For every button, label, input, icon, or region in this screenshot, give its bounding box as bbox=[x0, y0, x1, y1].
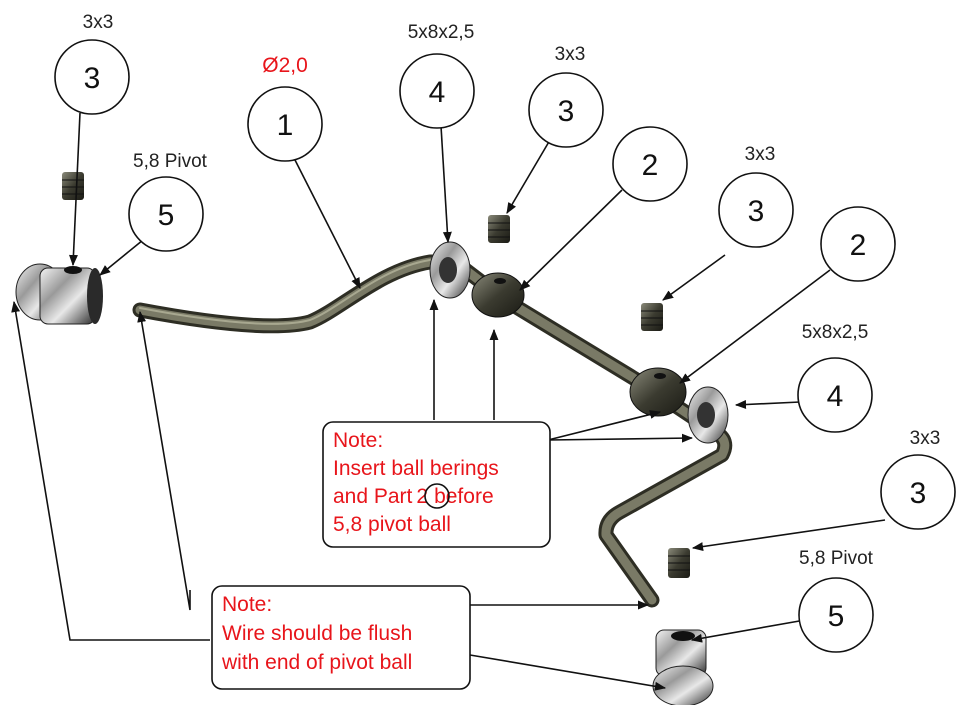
pivot-ball-bottom bbox=[652, 629, 714, 705]
bearing-top bbox=[429, 241, 471, 299]
note-bearings-line3-pre: and Part bbox=[333, 485, 413, 508]
note-wire-line3: with end of pivot ball bbox=[221, 651, 412, 674]
pivot-ball-left bbox=[15, 263, 103, 325]
spec-label: Ø2,0 bbox=[262, 54, 308, 77]
note-wire-line2: Wire should be flush bbox=[222, 622, 412, 645]
balloon-number: 4 bbox=[429, 76, 446, 109]
balloon-number: 3 bbox=[558, 95, 575, 128]
spec-label: 5,8 Pivot bbox=[133, 151, 208, 172]
balloon-number: 3 bbox=[748, 195, 765, 228]
spec-label: 3x3 bbox=[83, 12, 114, 33]
balloon-2-top: 2 bbox=[612, 126, 688, 202]
spec-label: 5x8x2,5 bbox=[408, 22, 475, 43]
spec-label: 3x3 bbox=[910, 428, 941, 449]
balloon-3-top: 3x3 3 bbox=[528, 44, 604, 148]
collar-mid bbox=[629, 367, 687, 417]
spec-label: 3x3 bbox=[555, 44, 586, 65]
set-screw-mid bbox=[641, 303, 663, 331]
balloon-2-mid: 2 bbox=[820, 206, 896, 282]
balloon-number: 1 bbox=[277, 109, 294, 142]
spec-label: 3x3 bbox=[745, 144, 776, 165]
set-screw-top bbox=[488, 215, 510, 243]
collar-top bbox=[471, 272, 525, 318]
balloon-5-bottom: 5,8 Pivot 5 bbox=[798, 548, 874, 653]
spec-label: 5,8 Pivot bbox=[799, 548, 874, 569]
balloon-number: 3 bbox=[910, 477, 927, 510]
balloon-number: 5 bbox=[158, 199, 175, 232]
part-ref-circle bbox=[424, 483, 450, 509]
balloon-number: 5 bbox=[828, 600, 845, 633]
balloon-4-top: 5x8x2,5 4 bbox=[399, 22, 475, 129]
leader-lines bbox=[11, 112, 886, 691]
note-wire-line1: Note: bbox=[222, 593, 272, 616]
balloon-number: 4 bbox=[827, 380, 844, 413]
balloon-3-right: 3x3 3 bbox=[880, 428, 956, 530]
note-bearings-line4: 5,8 pivot ball bbox=[333, 513, 451, 536]
note-bearings-line2: Insert ball berings bbox=[333, 457, 499, 480]
part-ref-2: 2 bbox=[416, 485, 428, 508]
note-wire-flush: Note: Wire should be flush with end of p… bbox=[211, 585, 471, 690]
balloon-number: 3 bbox=[84, 62, 101, 95]
balloon-5-left: 5,8 Pivot 5 bbox=[128, 151, 208, 252]
set-screw-bottom bbox=[668, 548, 690, 578]
balloon-3-topleft: 3x3 3 bbox=[54, 12, 130, 115]
balloon-1: Ø2,0 1 bbox=[247, 54, 323, 162]
wire-part-1 bbox=[132, 254, 733, 608]
note-bearings-line1: Note: bbox=[333, 429, 383, 452]
set-screw-topleft bbox=[62, 172, 84, 200]
spec-label: 5x8x2,5 bbox=[802, 322, 869, 343]
note-bearings-line3-post: before bbox=[434, 485, 494, 508]
bearing-right bbox=[687, 386, 729, 444]
balloon-number: 2 bbox=[642, 149, 659, 182]
balloon-number: 2 bbox=[850, 229, 867, 262]
balloon-4-right: 5x8x2,5 4 bbox=[797, 322, 873, 433]
balloon-3-mid: 3x3 3 bbox=[718, 144, 794, 248]
